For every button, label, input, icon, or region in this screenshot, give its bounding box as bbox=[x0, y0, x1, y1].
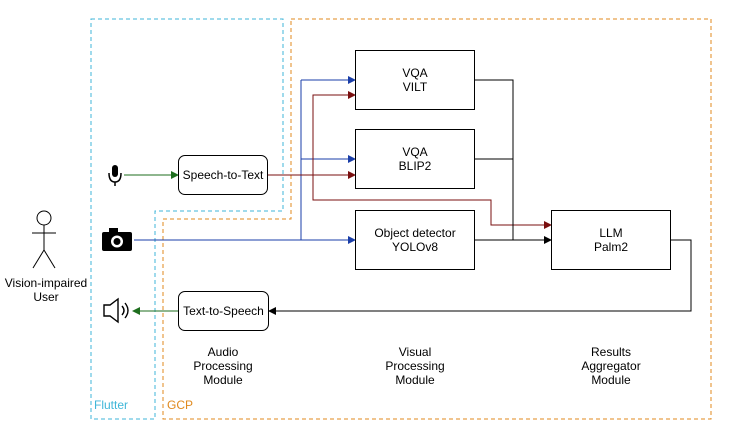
vqa-blip2-node: VQA BLIP2 bbox=[355, 129, 475, 189]
audio-module-line1: Audio bbox=[207, 345, 239, 359]
speech-to-text-label: Speech-to-Text bbox=[182, 168, 264, 182]
vqa-blip2-line1: VQA bbox=[402, 145, 428, 159]
audio-module-label: Audio Processing Module bbox=[178, 345, 268, 387]
results-module-line1: Results bbox=[590, 345, 631, 359]
flutter-region-label: Flutter bbox=[94, 398, 129, 412]
gcp-region bbox=[162, 18, 712, 420]
object-detector-line1: Object detector bbox=[374, 226, 456, 240]
microphone-icon bbox=[108, 165, 122, 186]
vqa-vilt-line2: VILT bbox=[402, 80, 428, 94]
text-to-speech-label: Text-to-Speech bbox=[183, 304, 264, 318]
object-detector-line2: YOLOv8 bbox=[391, 240, 439, 254]
llm-line1: LLM bbox=[599, 226, 623, 240]
audio-module-line2: Processing bbox=[193, 359, 253, 373]
speaker-icon bbox=[103, 297, 129, 324]
vqa-vilt-line1: VQA bbox=[402, 66, 428, 80]
text-to-speech-node: Text-to-Speech bbox=[178, 291, 269, 331]
visual-module-label: Visual Processing Module bbox=[370, 345, 460, 387]
visual-module-line1: Visual bbox=[398, 345, 432, 359]
flutter-region bbox=[90, 18, 284, 420]
llm-node: LLM Palm2 bbox=[551, 210, 671, 270]
results-module-line3: Module bbox=[591, 373, 631, 387]
llm-line2: Palm2 bbox=[593, 240, 628, 254]
visual-module-line3: Module bbox=[395, 373, 435, 387]
user-label-line1: Vision-impaired bbox=[4, 276, 88, 290]
user-figure-icon bbox=[32, 210, 56, 269]
user-label: Vision-impaired User bbox=[0, 276, 92, 304]
vqa-vilt-node: VQA VILT bbox=[355, 50, 475, 110]
user-label-line2: User bbox=[33, 290, 59, 304]
edge-text-to-llm bbox=[312, 175, 552, 229]
edge-llm-to-tts bbox=[268, 239, 692, 315]
audio-module-line3: Module bbox=[203, 373, 243, 387]
results-module-label: Results Aggregator Module bbox=[566, 345, 656, 387]
edge-text-bus bbox=[312, 91, 356, 175]
gcp-region-label: GCP bbox=[167, 398, 194, 412]
vqa-blip2-line2: BLIP2 bbox=[398, 159, 432, 173]
visual-module-line2: Processing bbox=[385, 359, 445, 373]
speech-to-text-node: Speech-to-Text bbox=[178, 155, 268, 195]
edge-vilt-to-llm bbox=[475, 79, 514, 240]
object-detector-node: Object detector YOLOv8 bbox=[355, 210, 475, 270]
camera-icon bbox=[102, 228, 132, 251]
results-module-line2: Aggregator bbox=[581, 359, 641, 373]
